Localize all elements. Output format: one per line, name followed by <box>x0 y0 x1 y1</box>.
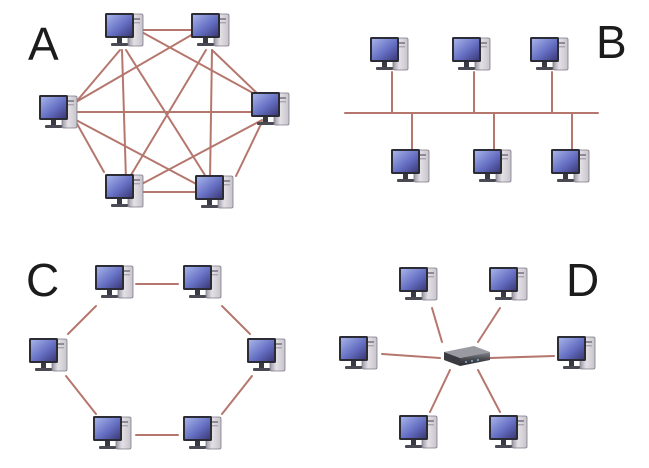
link-line <box>429 369 451 413</box>
link-line <box>137 119 263 187</box>
link-line <box>221 375 253 415</box>
link-line <box>65 375 97 415</box>
link-line <box>75 119 201 187</box>
link-line <box>209 49 213 181</box>
computer-icon <box>451 36 491 71</box>
computer-icon <box>250 91 290 126</box>
computer-icon <box>194 174 234 209</box>
link-line <box>75 29 201 103</box>
diagram-b-bus <box>344 71 599 151</box>
computer-icon <box>94 264 134 299</box>
label-c: C <box>26 254 59 306</box>
link-line <box>211 49 263 99</box>
diagram-a-mesh <box>75 29 263 193</box>
computer-icon <box>104 12 144 47</box>
computer-icon <box>28 337 68 372</box>
link-line <box>235 121 263 177</box>
computer-icon <box>398 414 438 449</box>
computer-icon <box>488 414 528 449</box>
link-line <box>477 369 501 413</box>
diagram-c-ring <box>65 283 253 436</box>
diagram-d-star <box>381 307 555 413</box>
link-line <box>137 29 263 99</box>
computer-icon <box>488 266 528 301</box>
label-b: B <box>596 16 627 68</box>
computer-icon <box>246 337 286 372</box>
computer-icon <box>390 148 430 183</box>
link-line <box>75 121 105 173</box>
computer-icon <box>369 36 409 71</box>
link-line <box>381 353 441 359</box>
computer-icon <box>556 335 596 370</box>
computer-icon <box>398 266 438 301</box>
computer-icon <box>190 12 230 47</box>
computer-icon <box>38 94 78 129</box>
computer-icon <box>182 264 222 299</box>
hub-icon <box>444 346 490 366</box>
computer-icon <box>472 148 512 183</box>
computer-icon <box>338 335 378 370</box>
link-line <box>489 355 555 359</box>
link-line <box>221 305 251 335</box>
diagram-b-nodes <box>369 36 590 183</box>
computer-icon <box>550 148 590 183</box>
computer-icon <box>104 173 144 208</box>
link-line <box>127 49 207 181</box>
computer-icon <box>92 415 132 450</box>
link-line <box>121 49 127 181</box>
label-a: A <box>28 18 59 70</box>
link-line <box>477 307 501 343</box>
label-d: D <box>566 254 599 306</box>
computer-icon <box>182 415 222 450</box>
link-line <box>75 49 121 103</box>
computer-icon <box>529 36 569 71</box>
link-line <box>431 307 443 343</box>
diagram-c-nodes <box>28 264 286 450</box>
link-line <box>67 305 97 335</box>
